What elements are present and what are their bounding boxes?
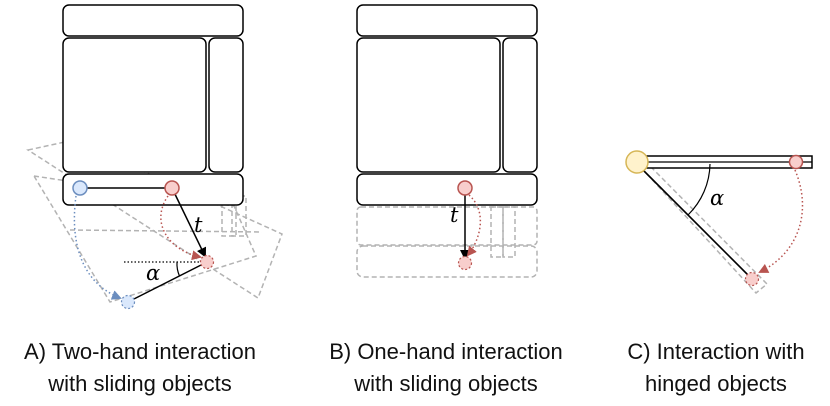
caption-b-line1: B) One-hand interaction — [329, 339, 563, 364]
angle-label: α — [146, 261, 160, 285]
caption-c: C) Interaction with hinged objects — [604, 336, 828, 400]
angle-arc — [687, 163, 711, 216]
panel-a-two-hand-sliding: t α — [26, 4, 283, 310]
blue-grab-point[interactable] — [72, 180, 88, 196]
ghost-drawer-rotated — [26, 139, 283, 303]
caption-a-line2: with sliding objects — [48, 371, 232, 396]
cabinet-a — [62, 4, 244, 206]
caption-c-line1: C) Interaction with — [627, 339, 805, 364]
caption-b: B) One-hand interaction with sliding obj… — [306, 336, 586, 400]
translation-arrow — [171, 187, 207, 258]
cabinet-side-panel — [502, 37, 538, 173]
cabinet-body-panel — [62, 37, 207, 173]
blue-hand-path — [73, 195, 122, 300]
cabinet-side-panel — [208, 37, 244, 173]
panel-b-one-hand-sliding: t — [356, 4, 538, 278]
cabinet-b — [356, 4, 538, 206]
blue-target-point — [120, 294, 136, 310]
ghost-drawer-translated — [356, 206, 538, 278]
cabinet-top-panel — [62, 4, 244, 37]
hinged-door-open — [636, 163, 753, 280]
red-hand-path — [758, 169, 804, 273]
cabinet-top-panel — [356, 4, 538, 37]
red-hand-path — [160, 195, 202, 261]
hinge-point — [625, 150, 649, 174]
red-hand-path — [466, 194, 482, 257]
red-target-point — [457, 255, 473, 271]
caption-a: A) Two-hand interaction with sliding obj… — [0, 336, 280, 400]
red-target-point — [199, 254, 215, 270]
red-grab-point[interactable] — [788, 154, 804, 170]
angle-arc — [176, 261, 181, 277]
drawer-front — [62, 173, 244, 206]
caption-a-line1: A) Two-hand interaction — [24, 339, 256, 364]
red-grab-point[interactable] — [164, 180, 180, 196]
cabinet-body-panel — [356, 37, 501, 173]
caption-c-line2: hinged objects — [645, 371, 787, 396]
translation-label: t — [450, 203, 459, 227]
drawer-front — [356, 173, 538, 206]
translation-label: t — [194, 213, 203, 237]
red-grab-point[interactable] — [457, 180, 473, 196]
rotated-handle-bar — [127, 261, 208, 303]
panel-c-hinged: α — [625, 150, 813, 295]
caption-b-line2: with sliding objects — [354, 371, 538, 396]
red-target-point — [744, 271, 760, 287]
angle-label: α — [710, 186, 724, 210]
